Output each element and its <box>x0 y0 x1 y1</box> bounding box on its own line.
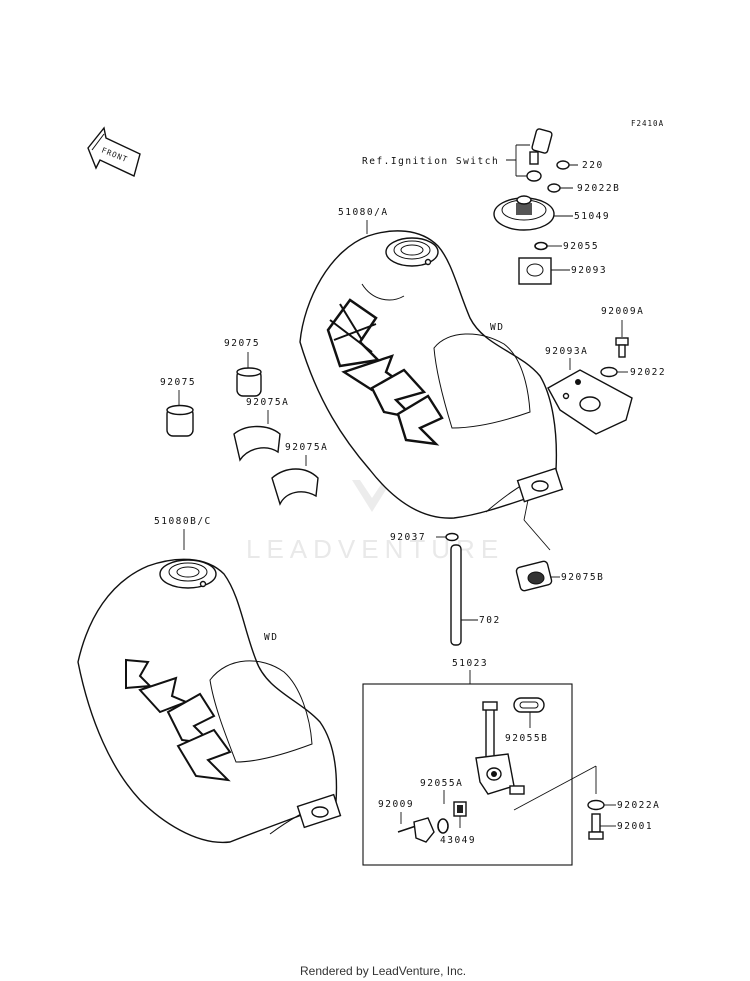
ignition-key-icon <box>526 128 553 182</box>
bolt-92001 <box>588 813 616 840</box>
diagram-code: F2410A <box>631 119 664 128</box>
washer-92022 <box>600 366 628 378</box>
damper-92075-a <box>236 367 262 397</box>
callout-702: 702 <box>479 615 501 626</box>
fuel-cap-51049 <box>493 195 573 231</box>
fuel-tank-upper <box>299 230 564 519</box>
callout-92075B: 92075B <box>561 572 604 583</box>
watermark-text: LEADVENTURE <box>246 534 504 564</box>
callout-51080A: 51080/A <box>338 207 389 218</box>
callout-43049: 43049 <box>440 835 476 846</box>
rubber-pad-92093A <box>547 369 633 435</box>
bolt-92009A <box>615 320 629 358</box>
fuel-cock-body <box>475 701 525 795</box>
footer-credit: Rendered by LeadVenture, Inc. <box>300 964 466 978</box>
gasket-92055B <box>513 697 545 728</box>
fuel-tank-lower <box>77 558 342 844</box>
callout-92001: 92001 <box>617 821 653 832</box>
wd-label-upper: WD <box>490 322 504 333</box>
fuel-hose-702 <box>450 544 478 646</box>
assembly-box-51023 <box>362 683 573 866</box>
o-ring-92055A <box>437 818 449 834</box>
o-ring-92055 <box>534 241 562 251</box>
damper-92075A-1 <box>233 425 281 462</box>
callout-92093: 92093 <box>571 265 607 276</box>
ref-ignition-note: Ref.Ignition Switch <box>362 156 499 167</box>
callout-92022A: 92022A <box>617 800 660 811</box>
gasket-43049 <box>453 801 467 828</box>
damper-92075-b <box>166 404 194 437</box>
callout-92055: 92055 <box>563 241 599 252</box>
callout-92022B: 92022B <box>577 183 620 194</box>
callout-220: 220 <box>582 160 604 171</box>
tank-decal-lower <box>125 658 232 782</box>
callout-92055B: 92055B <box>505 733 548 744</box>
callout-92009: 92009 <box>378 799 414 810</box>
callout-92093A: 92093A <box>545 346 588 357</box>
damper-92075B <box>515 560 560 592</box>
damper-92075A-2 <box>271 468 319 506</box>
callout-92075A-2: 92075A <box>285 442 328 453</box>
screw-220 <box>556 160 578 170</box>
callout-51023: 51023 <box>452 658 488 669</box>
callout-92075-b: 92075 <box>160 377 196 388</box>
callout-92075A-1: 92075A <box>246 397 289 408</box>
callout-92022: 92022 <box>630 367 666 378</box>
lever-92009 <box>397 817 435 843</box>
callout-92075-a: 92075 <box>224 338 260 349</box>
washer-92022B <box>547 183 573 193</box>
callout-51080BC: 51080B/C <box>154 516 212 527</box>
callout-92009A: 92009A <box>601 306 644 317</box>
washer-92022A <box>587 799 616 811</box>
cap-pad-92093 <box>518 257 570 285</box>
clip-92037 <box>445 532 459 542</box>
front-arrow-icon: FRONT <box>87 126 141 177</box>
callout-51049: 51049 <box>574 211 610 222</box>
callout-92055A: 92055A <box>420 778 463 789</box>
callout-92037: 92037 <box>390 532 426 543</box>
tank-decal-upper <box>326 298 444 446</box>
wd-label-lower: WD <box>264 632 278 643</box>
